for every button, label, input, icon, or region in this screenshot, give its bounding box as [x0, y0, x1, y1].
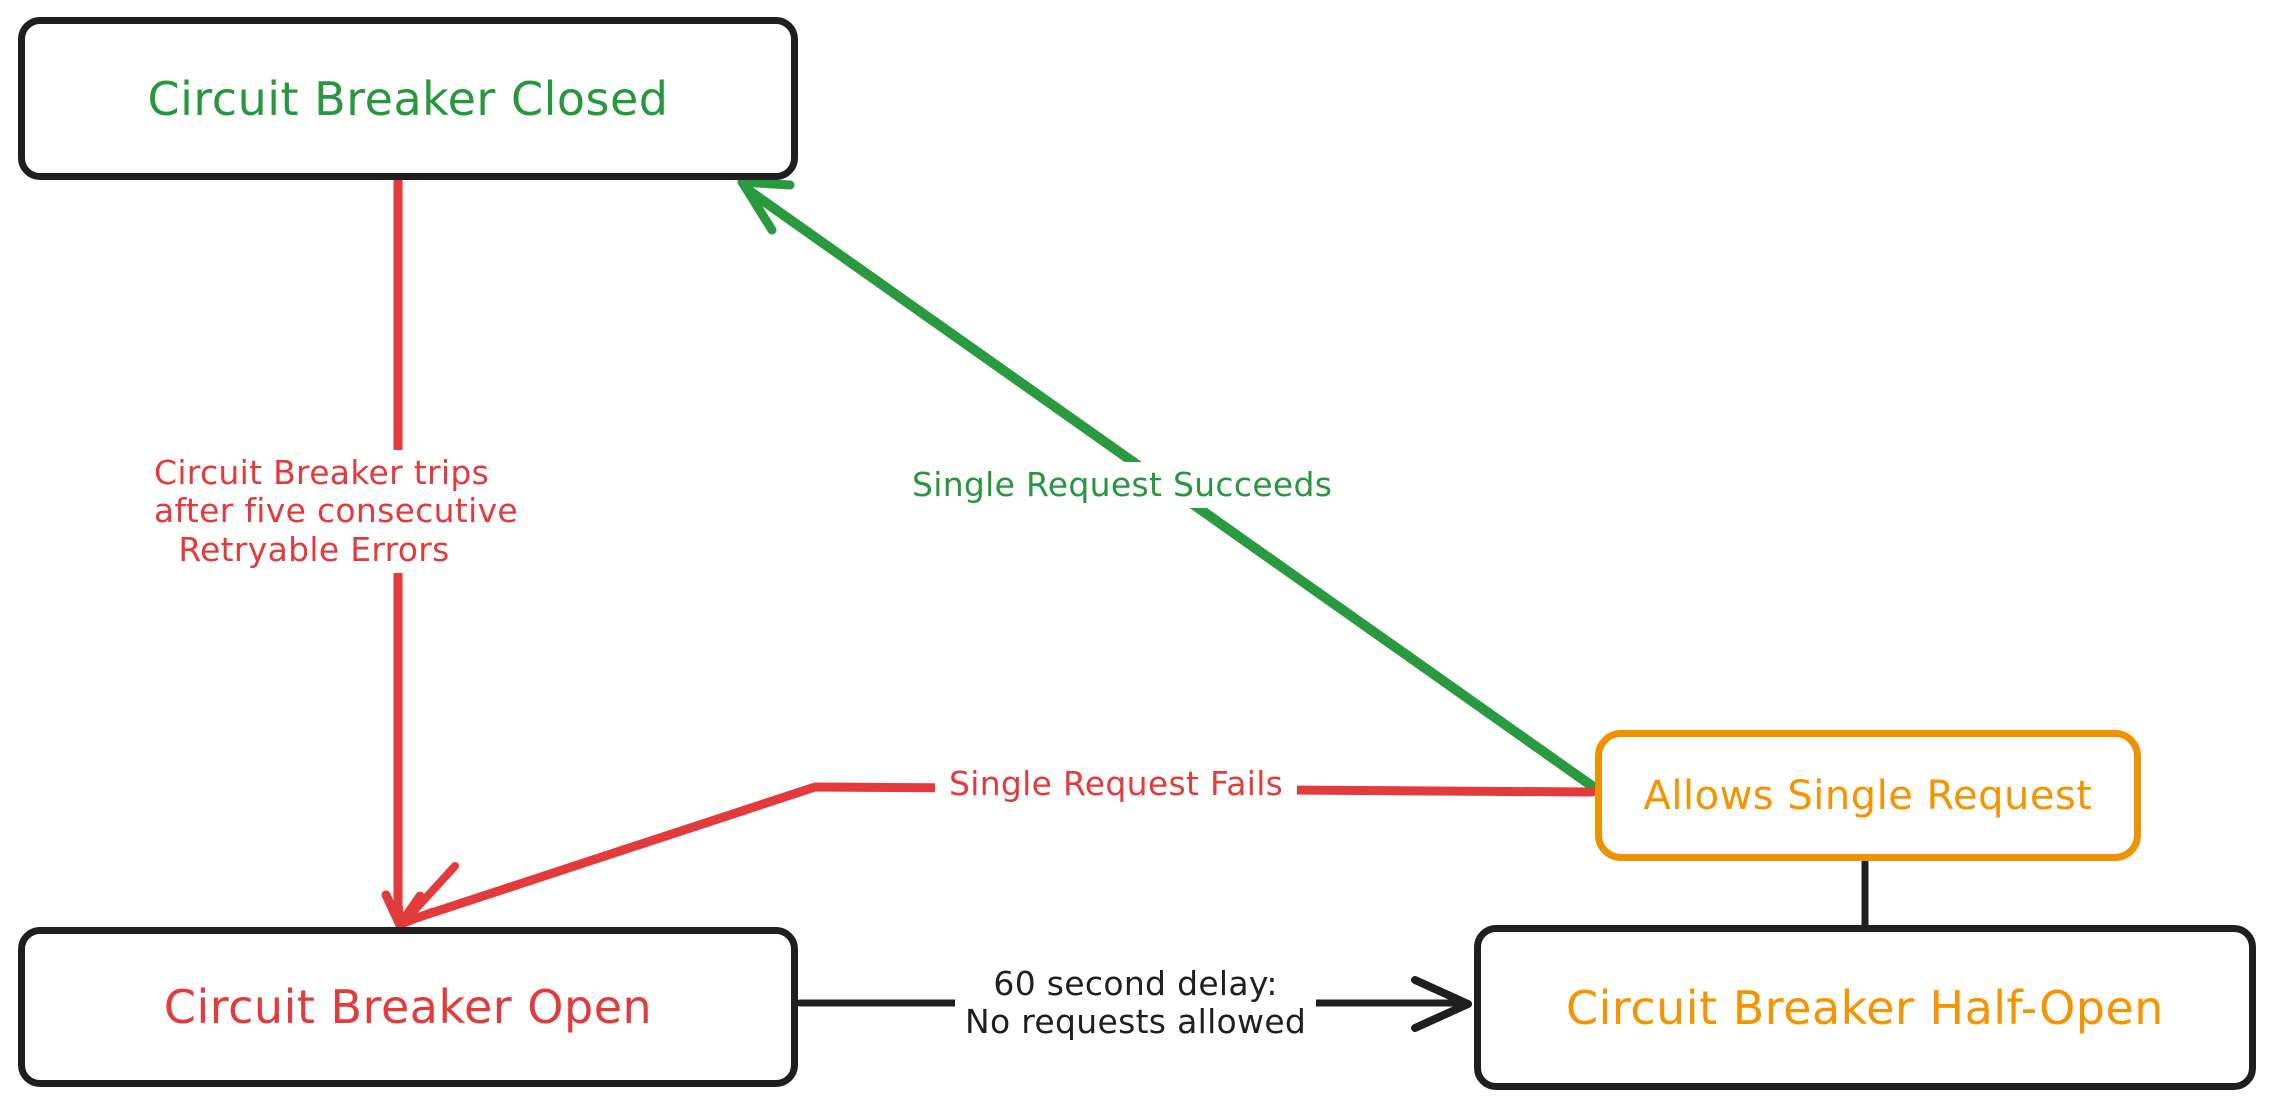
edge-label-delay-line1: 60 second delay: [993, 964, 1278, 1003]
edge-label-trip-line3: Retryable Errors [178, 529, 450, 569]
edge-label-open-to-half-open: 60 second delay: No requests allowed [955, 962, 1317, 1045]
node-circuit-breaker-half-open[interactable]: Circuit Breaker Half-Open [1474, 925, 2256, 1090]
node-label-open: Circuit Breaker Open [163, 980, 653, 1034]
node-circuit-breaker-closed[interactable]: Circuit Breaker Closed [18, 17, 798, 180]
edge-label-delay-line2: No requests allowed [965, 1002, 1307, 1042]
edge-label-trip-line2: after five consecutive [154, 491, 519, 531]
edge-label-single-request-succeeds: Single Request Succeeds [900, 462, 1345, 509]
edge-label-single-request-fails: Single Request Fails [935, 762, 1298, 807]
node-label-allows: Allows Single Request [1643, 772, 2093, 819]
node-circuit-breaker-open[interactable]: Circuit Breaker Open [18, 927, 798, 1087]
edge-label-closed-to-open: Circuit Breaker trips after five consecu… [148, 450, 518, 573]
edge-label-trip-line1: Circuit Breaker trips [154, 453, 490, 492]
node-allows-single-request[interactable]: Allows Single Request [1595, 730, 2141, 861]
edge-allows-to-open [398, 782, 1597, 928]
node-label-half-open: Circuit Breaker Half-Open [1566, 980, 2164, 1035]
node-label-closed: Circuit Breaker Closed [147, 71, 669, 126]
